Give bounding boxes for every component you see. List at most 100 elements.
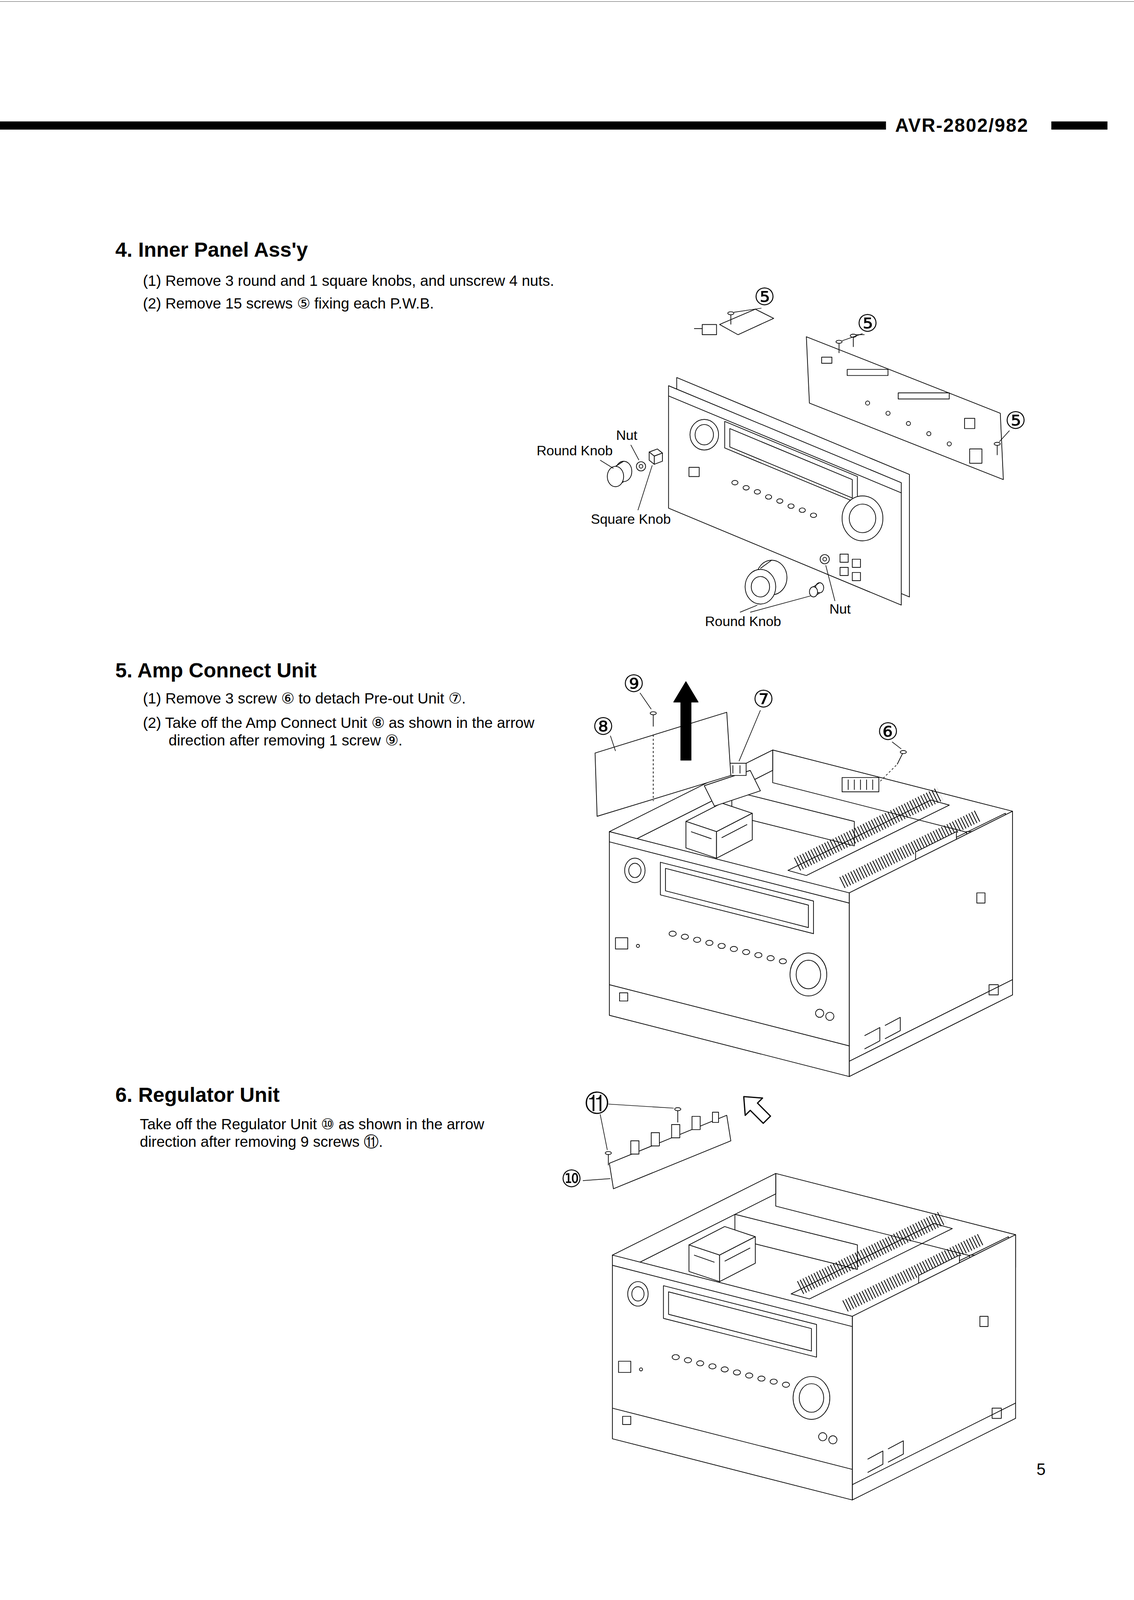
regulator-illustration-part — [612, 1173, 1016, 1500]
inner-panel-illustration-part — [636, 461, 646, 471]
inner-panel-illustration-part-part — [694, 424, 714, 446]
inner-panel-illustration-part — [898, 392, 950, 399]
amp-connect-illustration-part — [653, 734, 654, 802]
amp-connect-illustration-part — [650, 711, 657, 715]
inner-panel-illustration-part-part — [742, 485, 749, 490]
leader-lines-part — [750, 596, 811, 613]
leader-lines-part — [825, 565, 835, 601]
inner-panel-illustration-part — [847, 369, 888, 376]
leader-lines-part — [879, 765, 897, 782]
regulator-illustration-part — [630, 1140, 639, 1155]
inner-panel-illustration-part — [947, 442, 952, 447]
inner-panel-illustration-part — [822, 557, 827, 562]
model-header: AVR-2802/982 — [895, 115, 1029, 136]
inner-panel-illustration-part — [820, 554, 830, 564]
inner-panel-illustration-part — [668, 377, 910, 606]
instruction-text: (1) Remove 3 round and 1 square knobs, a… — [142, 271, 588, 290]
leader-lines-part — [608, 1104, 674, 1109]
leader-lines — [582, 1104, 674, 1181]
inner-panel-illustration-part-part — [765, 494, 772, 499]
amp-connect-illustration-part — [872, 779, 874, 790]
inner-panel-illustration-part — [654, 453, 663, 465]
leader-lines-part — [600, 1114, 608, 1150]
regulator-illustration-part — [671, 1124, 680, 1138]
inner-panel-illustration-part-part — [799, 507, 806, 513]
section-heading: 5. Amp Connect Unit — [115, 659, 317, 683]
inner-panel-illustration-part-part — [754, 489, 761, 494]
inner-panel-illustration-part — [727, 311, 734, 315]
amp-connect-illustration-part — [860, 779, 861, 790]
amp-connect-illustration-part — [739, 765, 741, 774]
regulator-illustration-part — [674, 1107, 681, 1111]
inner-panel-illustration-part — [997, 445, 998, 456]
inner-panel-illustration-part-part — [776, 498, 783, 504]
instruction-text: (2) Take off the Amp Connect Unit ⑧ as s… — [142, 713, 588, 749]
inner-panel-illustration-part-part — [852, 572, 861, 581]
leader-lines-part — [582, 1178, 611, 1181]
inner-panel-illustration-part — [964, 418, 975, 429]
inner-panel-illustration-part — [751, 576, 770, 597]
part-label: Square Knob — [589, 511, 673, 527]
leader-lines-part — [638, 465, 653, 511]
part-label: Nut — [614, 428, 639, 444]
amp-connect-illustration-part — [900, 750, 907, 754]
amp-connect-illustration-part — [595, 712, 731, 817]
inner-panel-illustration-part — [813, 582, 820, 588]
amp-connect-illustration-part — [732, 765, 734, 774]
callout-number: ⑨ — [623, 671, 645, 696]
inner-panel-illustration-part — [615, 461, 624, 467]
regulator-illustration-part — [677, 1110, 679, 1123]
inner-panel-illustration-part — [885, 411, 891, 416]
callout-number: ⑤ — [753, 284, 775, 309]
inner-panel-illustration-part-part — [842, 495, 883, 541]
inner-panel-illustration-part-part — [724, 421, 858, 504]
inner-panel-illustration-part-part — [849, 504, 876, 533]
regulator-illustration-part-part — [735, 1087, 776, 1129]
instruction-text: (1) Remove 3 screw ⑥ to detach Pre-out U… — [142, 689, 588, 707]
inner-panel-illustration-part — [639, 464, 644, 469]
amp-connect-illustration-part — [847, 779, 849, 790]
callout-number: ⑤ — [1004, 408, 1027, 433]
section-heading: 4. Inner Panel Ass'y — [115, 238, 309, 262]
inner-panel-illustration-part — [926, 431, 932, 437]
callout-number: ⑩ — [561, 1166, 583, 1191]
inner-panel-illustration-part-part — [840, 554, 849, 563]
amp-connect-illustration — [595, 681, 1013, 1077]
regulator-illustration-part — [691, 1116, 701, 1130]
amp-connect-illustration-part — [842, 777, 879, 792]
inner-panel-illustration-part — [838, 342, 840, 354]
amp-connect-illustration-part — [897, 751, 904, 765]
inner-panel-illustration-part — [694, 328, 703, 330]
inner-panel-illustration-part — [821, 357, 832, 364]
inner-panel-illustration-part — [865, 400, 870, 406]
inner-panel-illustration-part — [730, 314, 732, 325]
inner-panel-illustration-part — [994, 442, 1001, 446]
inner-panel-illustration-part — [702, 324, 717, 335]
inner-panel-illustration-part-part — [668, 395, 902, 493]
inner-panel-illustration-part — [649, 451, 655, 465]
regulator-illustration — [605, 1087, 1016, 1500]
inner-panel-illustration-part — [719, 309, 774, 336]
regulator-illustration-part — [605, 1151, 612, 1155]
inner-panel-illustration-part — [852, 336, 854, 348]
regulator-illustration-part — [712, 1112, 719, 1123]
leader-lines-part — [630, 445, 639, 461]
callout-number: ⑪ — [584, 1091, 609, 1116]
callout-number: ⑦ — [752, 687, 775, 712]
section-heading: 6. Regulator Unit — [115, 1083, 280, 1107]
instruction-text: Take off the Regulator Unit ⑩ as shown i… — [139, 1115, 543, 1151]
inner-panel-illustration-part-part — [787, 503, 794, 508]
regulator-illustration-part — [608, 1154, 609, 1166]
part-label: Nut — [828, 601, 852, 617]
inner-panel-illustration-part — [745, 569, 776, 605]
regulator-illustration-part — [735, 1087, 776, 1129]
inner-panel-illustration-part — [836, 340, 843, 344]
amp-connect-illustration-part — [866, 779, 867, 790]
inner-panel-illustration-part-part — [840, 567, 849, 576]
amp-connect-illustration-part — [609, 750, 1013, 1077]
part-label: Round Knob — [703, 614, 783, 630]
amp-connect-illustration-part — [673, 681, 698, 761]
leader-lines — [600, 308, 1010, 613]
regulator-illustration-part — [651, 1132, 660, 1146]
instruction-text: (2) Remove 15 screws ⑤ fixing each P.W.B… — [142, 294, 588, 312]
